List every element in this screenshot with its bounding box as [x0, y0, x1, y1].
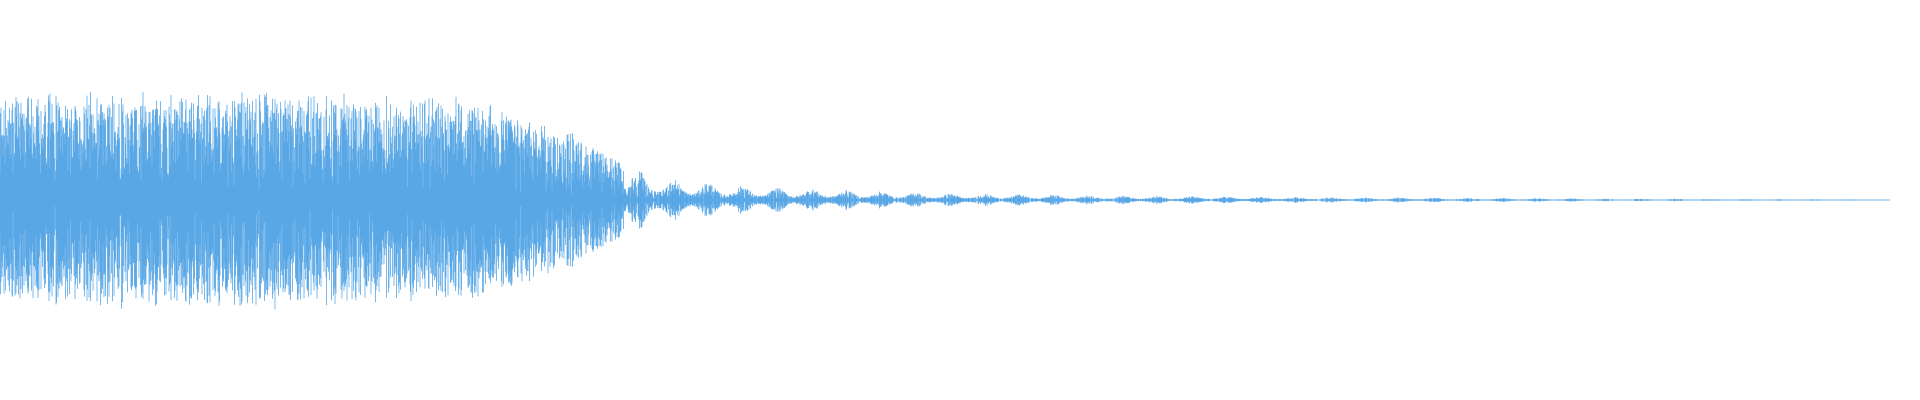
waveform-svg — [0, 91, 1890, 310]
